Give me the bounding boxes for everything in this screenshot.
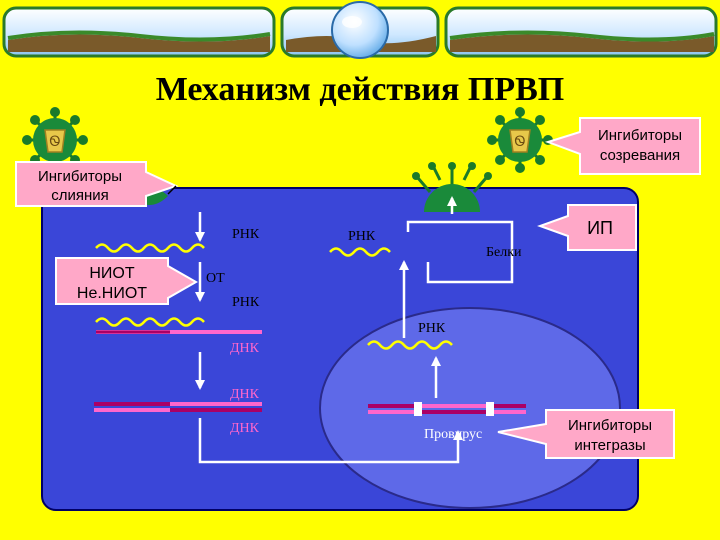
label-dna-2: ДНК [230, 387, 260, 402]
label-rna-4: РНК [418, 321, 446, 336]
dna-labels: ДНК ДНК ДНК [230, 341, 260, 436]
banner-panel-left [4, 8, 274, 56]
virion-right-icon: Ꮻ [487, 107, 553, 173]
globe-icon [332, 2, 388, 58]
label-rna-1: РНК [232, 227, 260, 242]
svg-text:Ꮻ: Ꮻ [515, 133, 526, 149]
maturation-inhibitors-line1: Ингибиторы [598, 127, 682, 144]
integrase-inhibitors-line1: Ингибиторы [568, 417, 652, 434]
maturation-inhibitors-callout: Ингибиторы созревания [548, 118, 700, 174]
nrti-line1: НИОТ [89, 265, 135, 282]
top-banner [4, 2, 716, 58]
label-rt: ОТ [206, 271, 225, 286]
nrti-line2: Не.НИОТ [77, 285, 147, 302]
label-rna-2: РНК [348, 229, 376, 244]
banner-panel-right [446, 8, 716, 56]
label-provirus: Провирус [424, 427, 482, 442]
svg-text:Ꮻ: Ꮻ [50, 133, 61, 149]
fusion-inhibitors-line2: слияния [51, 187, 109, 204]
label-rna-3: РНК [232, 295, 260, 310]
integrase-inhibitors-line2: интегразы [574, 437, 645, 454]
fusion-inhibitors-line1: Ингибиторы [38, 168, 122, 185]
label-dna-1: ДНК [230, 341, 260, 356]
page-title: Механизм действия ПРВП [156, 71, 564, 108]
maturation-inhibitors-line2: созревания [600, 147, 680, 164]
protease-inhibitor-label: ИП [587, 218, 613, 238]
label-dna-3: ДНК [230, 421, 260, 436]
label-proteins: Белки [486, 245, 522, 260]
